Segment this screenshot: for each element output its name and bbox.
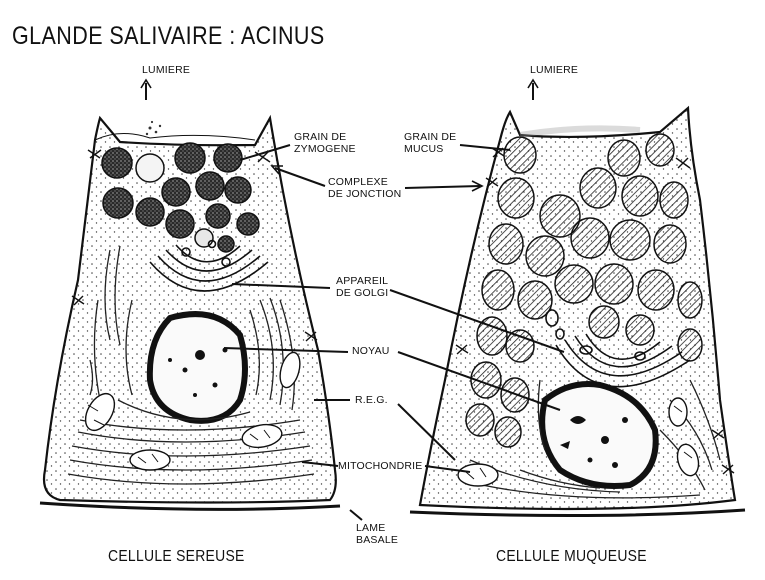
label-grain-zymogene: GRAIN DE ZYMOGENE	[294, 131, 356, 156]
figure-title: GLANDE SALIVAIRE : ACINUS	[12, 22, 325, 50]
label-noyau: NOYAU	[352, 345, 390, 357]
mucous-golgi	[545, 309, 691, 388]
label-grain-mucus: GRAIN DE MUCUS	[404, 131, 457, 156]
serous-mitochondria	[84, 351, 301, 471]
serous-cell-outline	[42, 114, 337, 504]
mucous-cell-outline	[418, 105, 737, 511]
mucous-mitochondria	[457, 397, 700, 487]
mucous-basal-lamina	[409, 508, 746, 518]
serous-basal-lamina	[39, 501, 341, 511]
zymogen-granules	[101, 142, 260, 253]
serous-golgi	[149, 239, 269, 292]
serous-junction-complexes	[71, 149, 318, 342]
mucous-junction-complexes	[455, 147, 735, 475]
label-lumiere-mucous: LUMIERE	[530, 64, 579, 76]
label-complexe-jonction: COMPLEXE DE JONCTION	[328, 176, 402, 201]
mucus-granules	[465, 133, 703, 448]
label-appareil-golgi: APPAREIL DE GOLGI	[336, 275, 389, 300]
serous-cell	[39, 114, 341, 511]
serous-reg	[67, 245, 315, 485]
serous-nucleus	[146, 311, 248, 424]
mucous-cell	[409, 105, 746, 518]
label-lumiere-serous: LUMIERE	[142, 64, 191, 76]
mucous-nucleus	[539, 381, 659, 489]
label-reg: R.E.G.	[355, 394, 388, 406]
caption-cellule-sereuse: CELLULE SEREUSE	[108, 548, 245, 565]
leader-lines	[140, 78, 565, 521]
caption-cellule-muqueuse: CELLULE MUQUEUSE	[496, 548, 647, 565]
label-mitochondrie: MITOCHONDRIE	[338, 460, 423, 472]
label-lame-basale: LAME BASALE	[356, 522, 399, 547]
